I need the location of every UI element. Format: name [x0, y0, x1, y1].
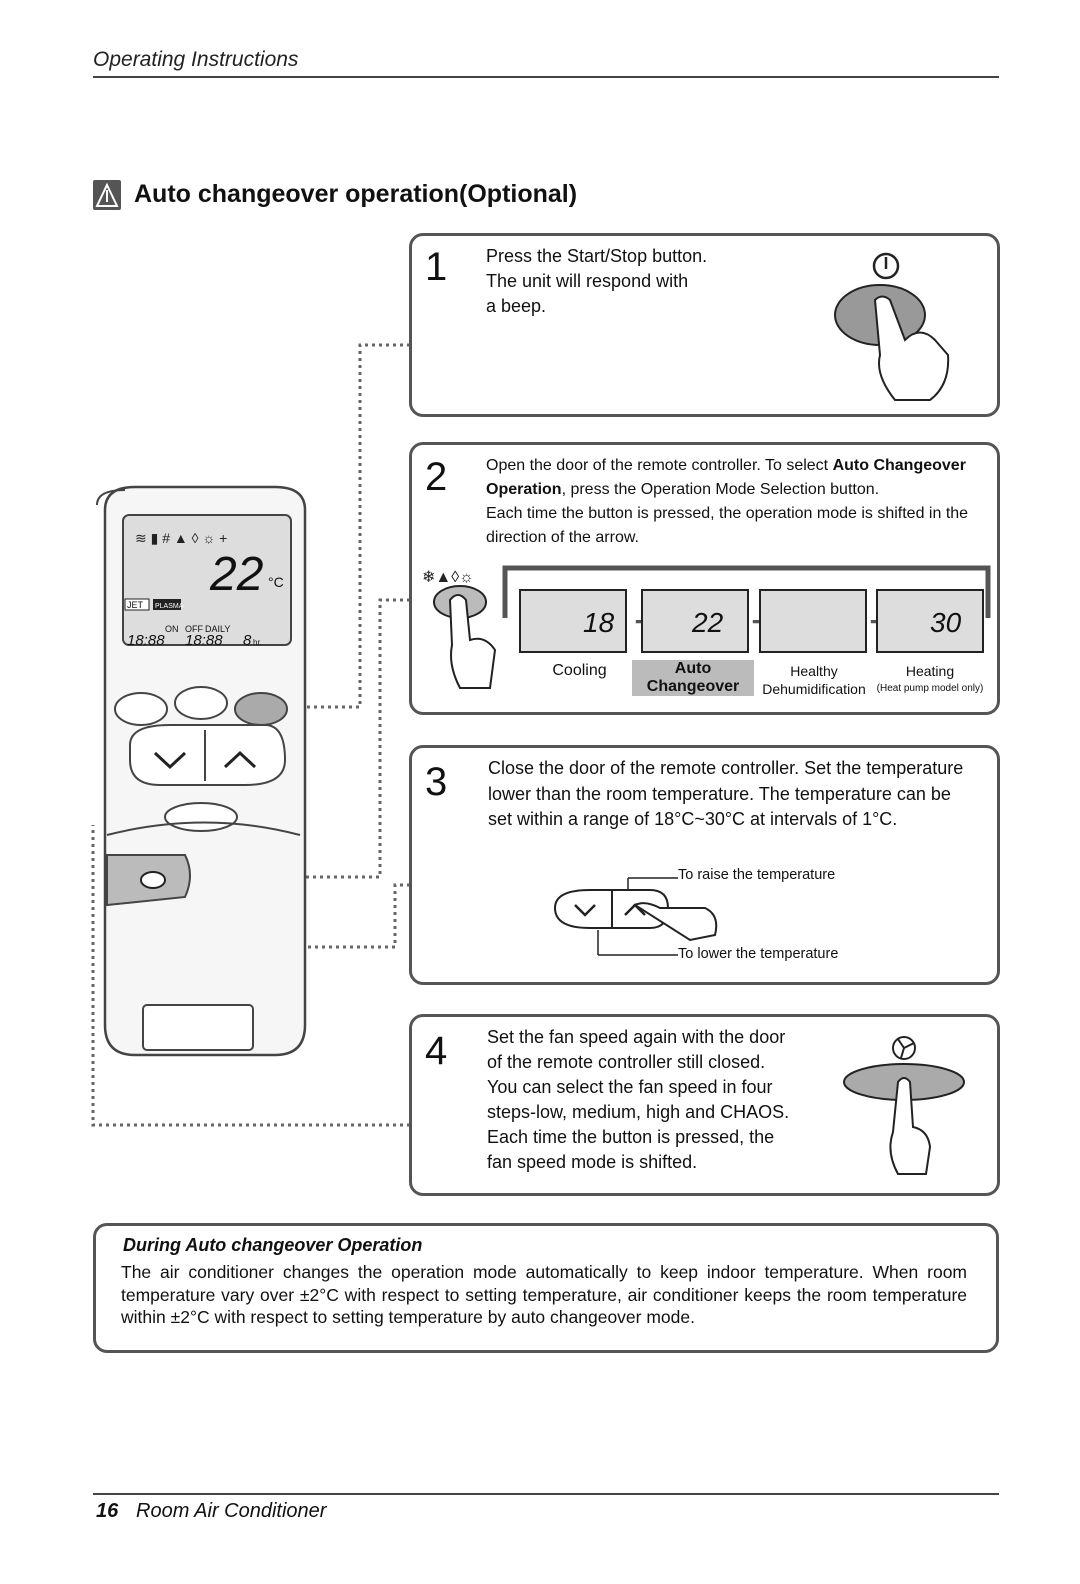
note-body: The air conditioner changes the operatio…	[121, 1262, 967, 1327]
footer-title: Room Air Conditioner	[136, 1500, 327, 1522]
mode-display-cooling: 18	[519, 589, 627, 653]
svg-text:❄▲◊☼: ❄▲◊☼	[422, 569, 474, 586]
fan-icon	[892, 1036, 916, 1060]
connector-step3	[113, 825, 410, 949]
header-divider	[93, 76, 999, 78]
step1-number: 1	[425, 245, 448, 289]
lower-temp-label: To lower the temperature	[678, 946, 839, 962]
start-stop-button-illustration	[834, 252, 950, 401]
auto-mode-icon	[93, 180, 121, 210]
fan-speed-button-illustration	[843, 1036, 965, 1175]
power-icon	[872, 252, 900, 280]
svg-text:ON: ON	[165, 624, 179, 634]
note-box	[93, 1223, 999, 1353]
mode-label-heating: Heating (Heat pump model only)	[876, 663, 984, 694]
svg-text:30: 30	[930, 607, 962, 638]
remote-screen	[122, 514, 292, 646]
svg-text:22: 22	[691, 607, 724, 638]
step4-text: Set the fan speed again with the door of…	[487, 1027, 790, 1172]
hand-icon	[873, 295, 950, 401]
connector-step4	[91, 825, 410, 1127]
hand-icon	[448, 594, 497, 689]
header-title: Operating Instructions	[93, 48, 299, 71]
svg-text:18: 18	[583, 607, 615, 638]
note-title: During Auto changeover Operation	[123, 1235, 423, 1255]
remote-display-temp: 22	[209, 548, 263, 601]
svg-text:°C: °C	[268, 574, 284, 590]
svg-text:OFF: OFF	[185, 624, 203, 634]
step1-text: Press the Start/Stop button. The unit wi…	[486, 246, 708, 316]
hand-icon	[632, 902, 718, 942]
connector-step1	[295, 343, 410, 709]
svg-text:8: 8	[243, 632, 252, 649]
mode-display-heating: 30	[876, 589, 984, 653]
page-number: 16	[96, 1500, 119, 1522]
step2-text: Open the door of the remote controller. …	[486, 457, 969, 546]
section-title: Auto changeover operation(Optional)	[134, 180, 578, 208]
svg-text:hr.: hr.	[253, 638, 262, 647]
footer-divider	[93, 1493, 999, 1495]
raise-temp-label: To raise the temperature	[678, 867, 836, 883]
temperature-buttons-illustration	[553, 877, 718, 956]
svg-text:PLASMA: PLASMA	[155, 603, 184, 610]
step3-box	[409, 745, 1000, 985]
mode-sequence-diagram: ❄▲◊☼ 18 ➡ 22 ➡ ➡ 30	[422, 565, 991, 689]
step3-text: Close the door of the remote controller.…	[488, 758, 964, 829]
connector-step2	[175, 598, 410, 879]
svg-text:DAILY: DAILY	[205, 624, 230, 634]
mode-label-cooling: Cooling	[552, 662, 607, 679]
svg-text:18:88: 18:88	[127, 632, 165, 649]
svg-text:JET: JET	[127, 600, 144, 610]
svg-text:≋ ▮ # ▲ ◊ ☼ +: ≋ ▮ # ▲ ◊ ☼ +	[135, 530, 227, 546]
step4-number: 4	[425, 1029, 448, 1073]
svg-text:18:88: 18:88	[185, 632, 223, 649]
step3-number: 3	[425, 760, 448, 804]
step2-number: 2	[425, 455, 448, 499]
mode-label-auto: Auto Changeover	[632, 660, 754, 696]
chevron-down-icon	[574, 904, 596, 917]
mode-display-auto-changeover: 22	[641, 589, 749, 653]
hand-icon	[889, 1077, 932, 1175]
mode-display-healthy-dehumidification	[759, 589, 867, 653]
remote-controller-illustration: ≋ ▮ # ▲ ◊ ☼ + 22 °C JET PLASMA ON OFF DA…	[91, 343, 410, 1127]
mode-label-healthy: Healthy Dehumidification	[762, 663, 866, 697]
